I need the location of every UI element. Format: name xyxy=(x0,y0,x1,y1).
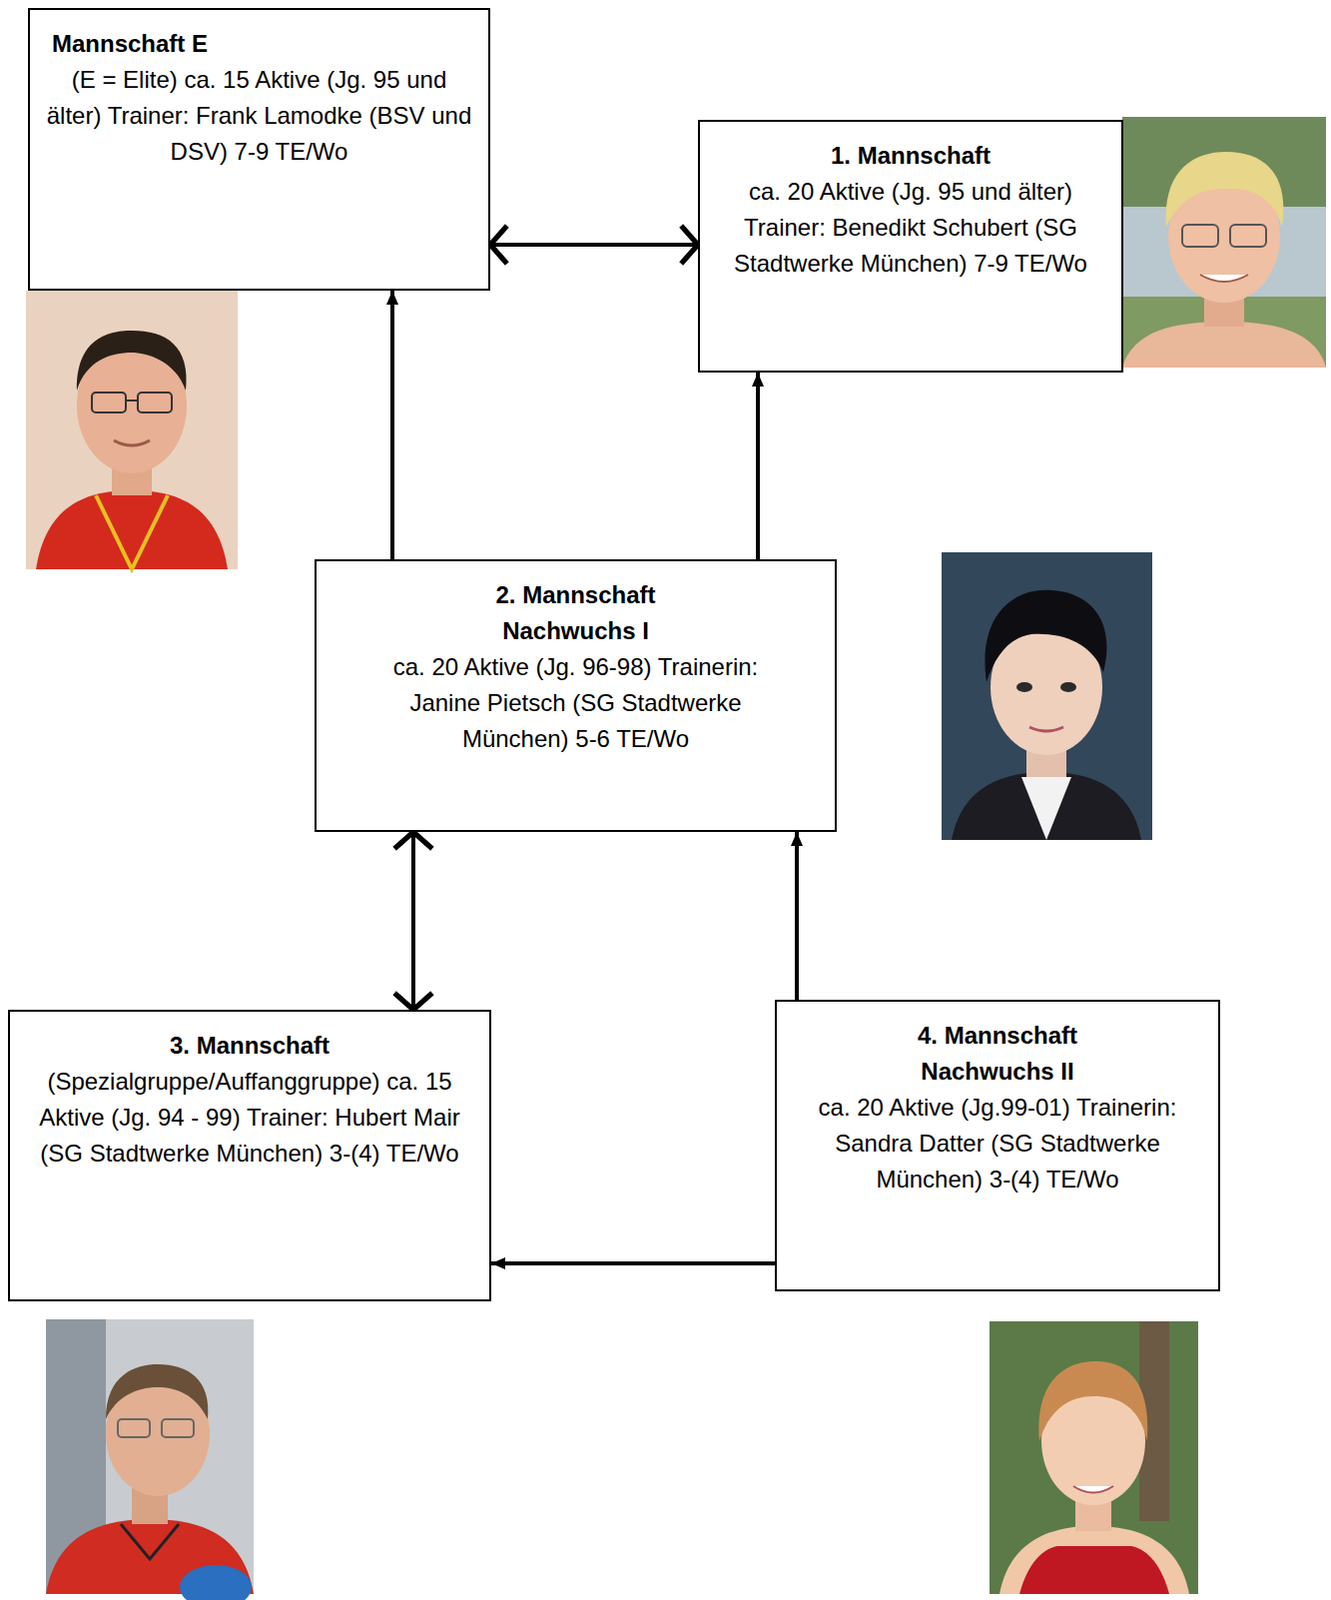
team-details: ca. 20 Aktive (Jg.99-01) Trainerin: Sand… xyxy=(797,1089,1198,1198)
connector-arrow xyxy=(490,242,698,247)
connector-arrow xyxy=(755,372,760,560)
team-details: (E = Elite) ca. 15 Aktive (Jg. 95 und äl… xyxy=(44,61,475,170)
team-box: 1. Mannschaftca. 20 Aktive (Jg. 95 und ä… xyxy=(697,119,1124,373)
connector-arrow xyxy=(794,831,799,1000)
team-details: (Spezialgruppe/Auffanggruppe) ca. 15 Akt… xyxy=(29,1063,470,1172)
connector-arrow xyxy=(411,831,416,1010)
team-box: 3. Mannschaft(Spezialgruppe/Auffanggrupp… xyxy=(7,1009,492,1302)
team-box: 2. Mannschaft Nachwuchs Ica. 20 Aktive (… xyxy=(314,559,837,832)
team-heading: 2. Mannschaft Nachwuchs I xyxy=(471,577,681,650)
connector-arrow xyxy=(390,290,395,560)
team-box: 4. Mannschaft Nachwuchs IIca. 20 Aktive … xyxy=(774,999,1221,1292)
coach-photo xyxy=(989,1321,1199,1594)
team-heading: 4. Mannschaft Nachwuchs II xyxy=(892,1017,1103,1090)
team-heading: 1. Mannschaft xyxy=(711,137,1110,174)
team-heading: 3. Mannschaft xyxy=(21,1027,478,1064)
team-heading: Mannschaft E xyxy=(41,25,477,62)
team-details: ca. 20 Aktive (Jg. 95 und älter) Trainer… xyxy=(711,173,1110,282)
team-details: ca. 20 Aktive (Jg. 96-98) Trainerin: Jan… xyxy=(366,649,786,757)
team-box: Mannschaft E(E = Elite) ca. 15 Aktive (J… xyxy=(27,7,491,291)
coach-photo xyxy=(25,290,238,570)
coach-photo xyxy=(941,552,1153,840)
coach-photo xyxy=(1122,116,1327,368)
connector-arrow xyxy=(491,1261,775,1266)
coach-photo xyxy=(45,1319,254,1600)
